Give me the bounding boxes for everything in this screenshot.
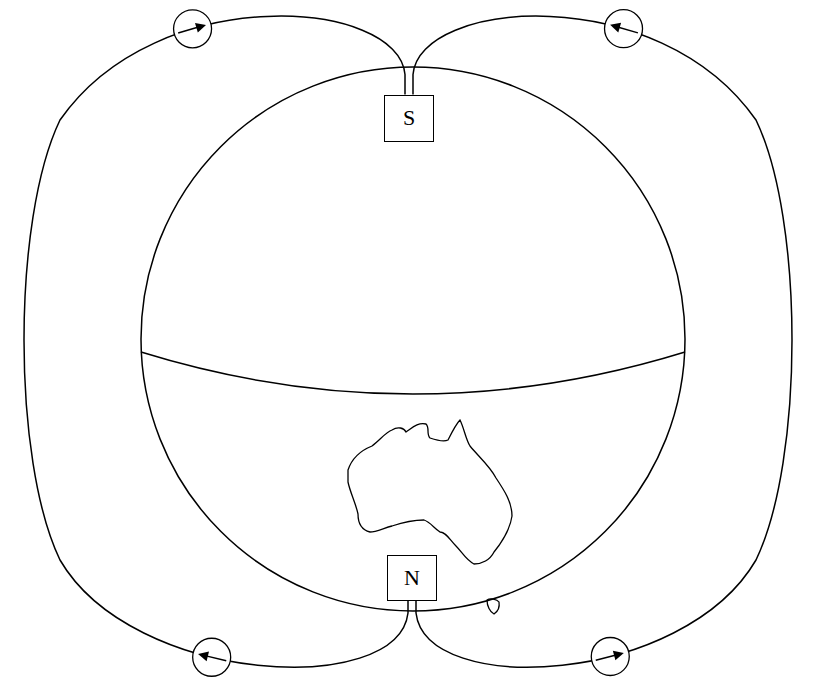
australia-outline [348,420,512,564]
field-line [413,16,792,667]
pole-label: N [404,567,420,589]
tasmania-outline [487,599,499,614]
earth-globe [141,67,685,611]
pole-box: S [384,95,434,142]
compass-symbol [193,638,231,676]
field-line [24,16,408,667]
compass-symbol [605,10,643,48]
compass-symbol [591,637,629,675]
compass-symbol [174,10,212,48]
pole-label: S [403,107,415,129]
pole-box: N [387,555,437,601]
equator-line [141,352,685,394]
